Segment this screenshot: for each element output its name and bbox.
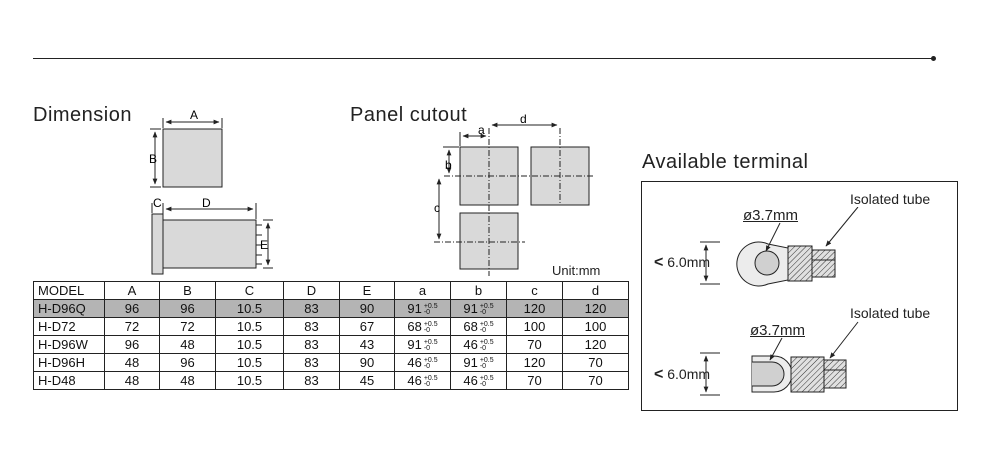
available-terminal-heading: Available terminal [642, 151, 809, 173]
cutout-label-c: c [434, 201, 440, 215]
fork-terminal [700, 321, 859, 396]
cell: 48 [104, 371, 160, 390]
table-header-row: MODEL A B C D E a b c d [33, 281, 629, 300]
tolerance: +0.5-0 [479, 356, 494, 370]
cutout-cell: 91+0.5-0 [450, 299, 507, 318]
ring-terminal [700, 206, 859, 287]
cell: 120 [562, 335, 629, 354]
tolerance: +0.5-0 [423, 302, 438, 316]
table-row: H-D48 48 48 10.5 83 45 46+0.5-0 46+0.5-0… [33, 371, 629, 390]
cutout-cell: 91+0.5-0 [394, 299, 451, 318]
table-row: H-D96Q 96 96 10.5 83 90 91+0.5-0 91+0.5-… [33, 299, 629, 318]
cell: 48 [159, 335, 216, 354]
tolerance: +0.5-0 [423, 338, 438, 352]
cell: 70 [562, 371, 629, 390]
dim-label-c: C [153, 196, 162, 210]
dimension-table: MODEL A B C D E a b c d H-D96Q 96 96 10.… [33, 281, 629, 390]
tolerance: +0.5-0 [423, 320, 438, 334]
cell: 72 [104, 317, 160, 336]
side-view: C D E [151, 196, 273, 275]
header-rule-dot [931, 56, 936, 61]
dim-label-a: A [190, 108, 198, 122]
tolerance: +0.5-0 [479, 374, 494, 388]
cell: 10.5 [215, 299, 284, 318]
panel-cutout-view: a d b c [434, 112, 594, 276]
cutout-cell: 68+0.5-0 [450, 317, 507, 336]
table-row: H-D96H 48 96 10.5 83 90 46+0.5-0 91+0.5-… [33, 353, 629, 372]
dim-label-b: B [149, 152, 157, 166]
terminal-panel [641, 181, 958, 411]
cutout-cell: 46+0.5-0 [394, 371, 451, 390]
tolerance: +0.5-0 [479, 338, 494, 352]
cutout-cell: 46+0.5-0 [394, 353, 451, 372]
dimension-heading: Dimension [33, 104, 132, 126]
cutout-cell: 91+0.5-0 [394, 335, 451, 354]
panel-cutout-heading: Panel cutout [350, 104, 468, 126]
tolerance: +0.5-0 [423, 374, 438, 388]
cell: 70 [562, 353, 629, 372]
ring-isolated-tube-label: Isolated tube [848, 191, 933, 207]
unit-label: Unit:mm [552, 263, 601, 278]
front-view: A B [149, 108, 223, 188]
cutout-label-d: d [520, 112, 527, 126]
cutout-label-a: a [478, 123, 485, 137]
fork-width-label: < 6.0mm [654, 366, 711, 383]
cutout-label-b: b [445, 158, 452, 172]
tolerance: +0.5-0 [479, 302, 494, 316]
cell: 45 [339, 371, 395, 390]
header-rule [33, 58, 933, 59]
ring-hole-diameter: ø3.7mm [743, 207, 799, 224]
cell: 90 [339, 299, 395, 318]
dim-label-e: E [260, 238, 268, 252]
table-row: H-D72 72 72 10.5 83 67 68+0.5-0 68+0.5-0… [33, 317, 629, 336]
fork-isolated-tube-label: Isolated tube [848, 305, 933, 321]
tolerance: +0.5-0 [479, 320, 494, 334]
cutout-cell: 46+0.5-0 [450, 371, 507, 390]
cell: 96 [159, 353, 216, 372]
tolerance: +0.5-0 [423, 356, 438, 370]
cell: 48 [159, 371, 216, 390]
cell: 120 [506, 299, 563, 318]
fork-hole-diameter: ø3.7mm [750, 322, 806, 339]
ring-width-label: < 6.0mm [654, 254, 711, 271]
dim-label-d: D [202, 196, 211, 210]
